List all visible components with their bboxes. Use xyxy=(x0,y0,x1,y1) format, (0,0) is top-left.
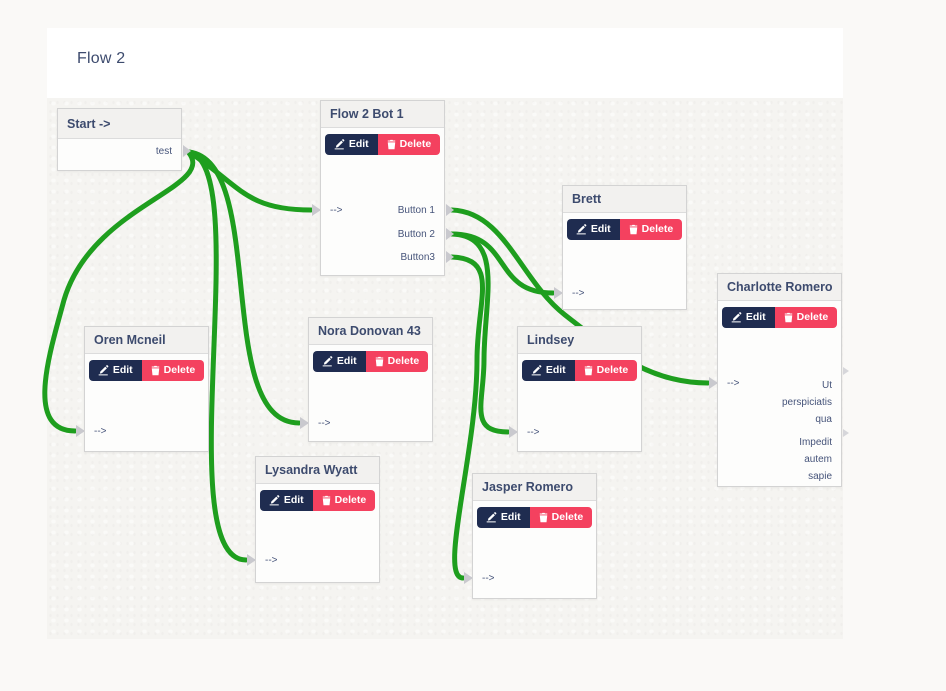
node-actions: Edit Delete xyxy=(85,360,208,381)
node-title: Start -> xyxy=(58,109,181,139)
input-port-arrow-brett-in[interactable] xyxy=(554,287,563,299)
node-actions: Edit Delete xyxy=(563,219,686,240)
delete-button[interactable]: Delete xyxy=(529,507,593,528)
node-actions: Edit Delete xyxy=(321,134,444,155)
node-actions: Edit Delete xyxy=(718,307,841,328)
node-title: Lindsey xyxy=(518,327,641,354)
node-title: Oren Mcneil xyxy=(85,327,208,354)
delete-button-label: Delete xyxy=(399,138,432,151)
delete-button[interactable]: Delete xyxy=(377,134,441,155)
input-port-arrow-oren-in[interactable] xyxy=(76,425,85,437)
edit-button-label: Edit xyxy=(348,138,369,151)
delete-button-label: Delete xyxy=(796,311,829,324)
input-port-arrow-nora-in[interactable] xyxy=(300,417,309,429)
input-port-label: --> xyxy=(727,378,740,389)
edit-button[interactable]: Edit xyxy=(312,351,366,372)
edit-button-label: Edit xyxy=(590,223,611,236)
delete-button[interactable]: Delete xyxy=(365,351,429,372)
output-port-label: Button3 xyxy=(400,252,435,263)
output-port-label: Button 2 xyxy=(397,229,435,240)
output-port-arrow-charlotte-out1[interactable] xyxy=(843,367,849,375)
node-title: Jasper Romero xyxy=(473,474,596,501)
input-port-arrow-flow2bot1-in[interactable] xyxy=(312,204,321,216)
node-actions: Edit Delete xyxy=(309,351,432,372)
input-port-label: --> xyxy=(318,418,331,429)
delete-button[interactable]: Delete xyxy=(619,219,683,240)
input-port-label: --> xyxy=(94,426,107,437)
edit-button[interactable]: Edit xyxy=(521,360,575,381)
delete-button-label: Delete xyxy=(551,511,584,524)
input-port-arrow-jasper-in[interactable] xyxy=(464,572,473,584)
node-title: Flow 2 Bot 1 xyxy=(321,101,444,128)
node-title: Brett xyxy=(563,186,686,213)
edit-button[interactable]: Edit xyxy=(259,490,313,511)
edit-button-label: Edit xyxy=(500,511,521,524)
output-port-arrow-charlotte-out2[interactable] xyxy=(843,429,849,437)
input-port-arrow-charlotte-in[interactable] xyxy=(709,377,718,389)
edit-button[interactable]: Edit xyxy=(88,360,142,381)
node-title: Nora Donovan 43 xyxy=(309,318,432,345)
edit-button[interactable]: Edit xyxy=(566,219,620,240)
delete-button-label: Delete xyxy=(387,355,420,368)
input-port-arrow-lysandra-in[interactable] xyxy=(247,554,256,566)
output-port-label: Button 1 xyxy=(397,205,435,216)
node-title: Lysandra Wyatt xyxy=(256,457,379,484)
node-start[interactable]: Start -> test xyxy=(57,108,182,171)
delete-button[interactable]: Delete xyxy=(141,360,205,381)
node-actions: Edit Delete xyxy=(518,360,641,381)
delete-button-label: Delete xyxy=(163,364,196,377)
node-nora[interactable]: Nora Donovan 43 Edit Delete --> xyxy=(308,317,433,442)
delete-button-label: Delete xyxy=(334,494,367,507)
flow-header-card: Flow 2 xyxy=(47,28,843,98)
output-port-arrow-flow2bot1-button2[interactable] xyxy=(446,228,454,240)
input-port-label: --> xyxy=(527,427,540,438)
output-port-label: test xyxy=(155,146,172,157)
input-port-label: --> xyxy=(482,573,495,584)
edit-button-label: Edit xyxy=(745,311,766,324)
node-flow2bot1[interactable]: Flow 2 Bot 1 Edit Delete --> Button 1 Button … xyxy=(320,100,445,276)
node-title: Charlotte Romero xyxy=(718,274,841,301)
output-port-arrow-start-test[interactable] xyxy=(183,145,191,157)
delete-button[interactable]: Delete xyxy=(312,490,376,511)
output-port-arrow-flow2bot1-button1[interactable] xyxy=(446,204,454,216)
edit-button[interactable]: Edit xyxy=(721,307,775,328)
edit-button-label: Edit xyxy=(283,494,304,507)
input-port-label: --> xyxy=(572,288,585,299)
input-port-label: --> xyxy=(330,205,343,216)
node-actions: Edit Delete xyxy=(473,507,596,528)
edit-button-label: Edit xyxy=(112,364,133,377)
output-port-arrow-flow2bot1-button3[interactable] xyxy=(446,251,454,263)
edit-button[interactable]: Edit xyxy=(324,134,378,155)
delete-button[interactable]: Delete xyxy=(574,360,638,381)
input-port-label: --> xyxy=(265,555,278,566)
input-port-arrow-lindsey-in[interactable] xyxy=(509,426,518,438)
edit-button-label: Edit xyxy=(545,364,566,377)
page-title: Flow 2 xyxy=(77,50,126,67)
delete-button-label: Delete xyxy=(596,364,629,377)
delete-button-label: Delete xyxy=(641,223,674,236)
delete-button[interactable]: Delete xyxy=(774,307,838,328)
edit-button[interactable]: Edit xyxy=(476,507,530,528)
edit-button-label: Edit xyxy=(336,355,357,368)
node-actions: Edit Delete xyxy=(256,490,379,511)
